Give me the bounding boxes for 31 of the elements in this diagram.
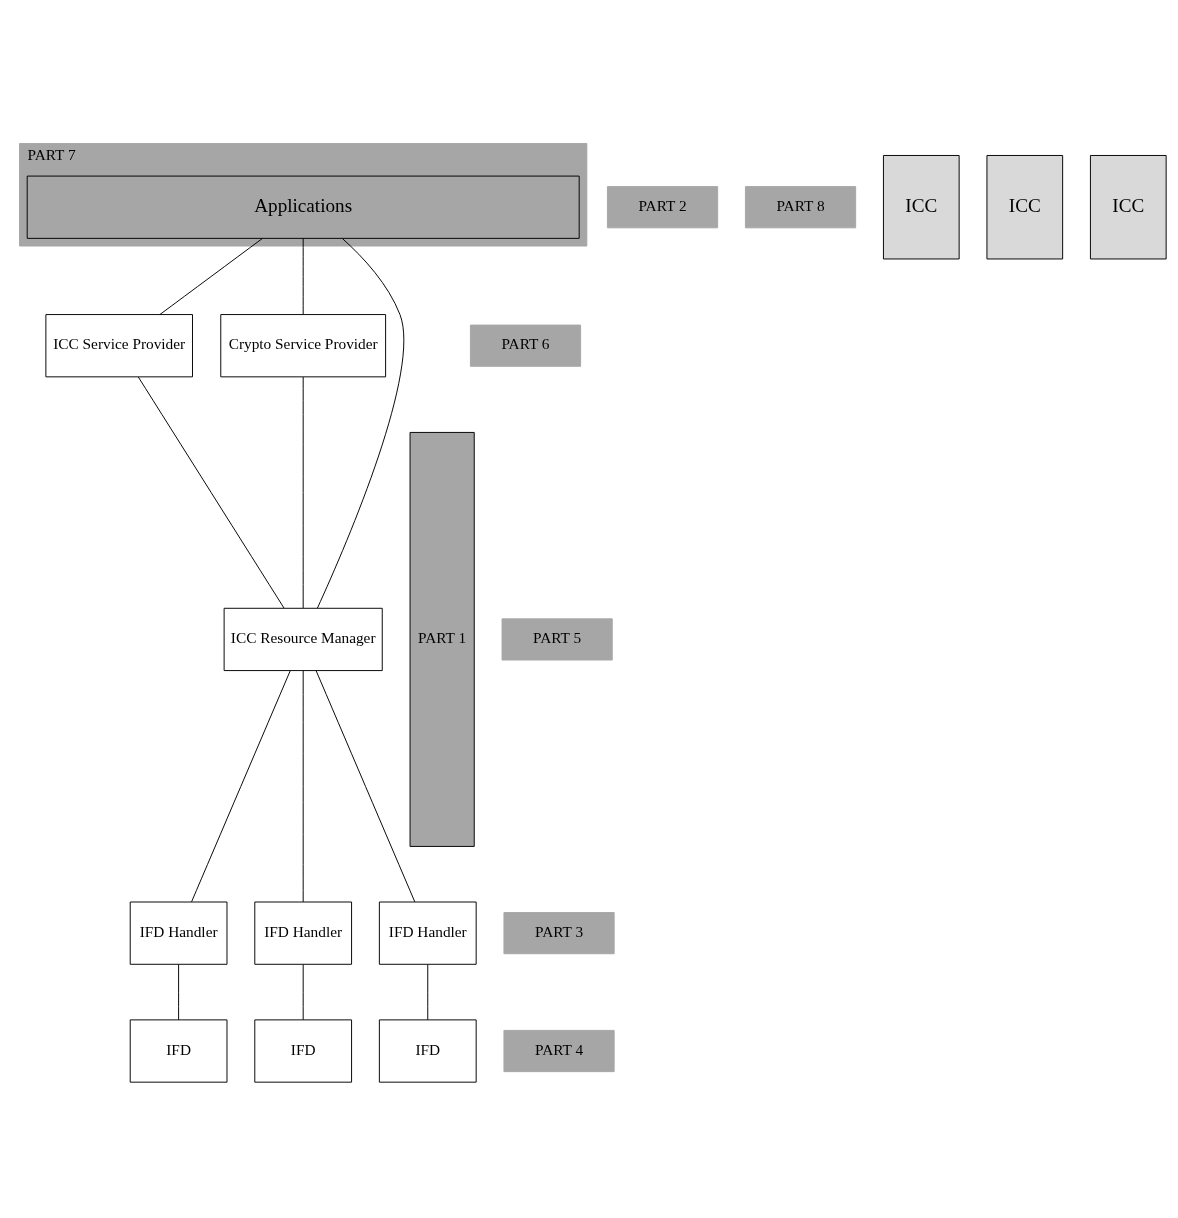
connector xyxy=(159,238,263,315)
node-box: ICC xyxy=(882,155,960,260)
connector xyxy=(427,964,429,1021)
node-box: IFD Handler xyxy=(378,901,477,965)
node-box: ICC xyxy=(1089,155,1167,260)
node-box: PART 8 xyxy=(744,186,857,229)
connector xyxy=(302,238,304,315)
node-box: ICC Resource Manager xyxy=(223,607,383,672)
connector xyxy=(302,964,304,1021)
node-box: ICC xyxy=(986,155,1064,260)
node-box: ICC Service Provider xyxy=(45,314,193,378)
connector xyxy=(302,670,304,903)
node-box: PART 1 xyxy=(409,431,475,847)
node-box: PART 2 xyxy=(606,186,719,229)
connector xyxy=(302,376,304,609)
node-box: IFD xyxy=(378,1019,477,1083)
node-box: IFD xyxy=(129,1019,228,1083)
node-box: PART 6 xyxy=(469,324,582,367)
node-box: Applications xyxy=(26,175,580,239)
connector xyxy=(316,238,404,609)
connector xyxy=(191,670,291,903)
node-box: PART 5 xyxy=(501,618,613,661)
node-box: Crypto Service Provider xyxy=(220,314,387,378)
connector xyxy=(137,376,285,609)
connector xyxy=(315,670,416,903)
node-box: PART 3 xyxy=(503,912,615,955)
node-box: PART 4 xyxy=(503,1029,615,1073)
node-box: IFD Handler xyxy=(254,901,353,965)
node-box: IFD xyxy=(254,1019,353,1083)
node-box: IFD Handler xyxy=(129,901,228,965)
connector xyxy=(178,964,180,1021)
